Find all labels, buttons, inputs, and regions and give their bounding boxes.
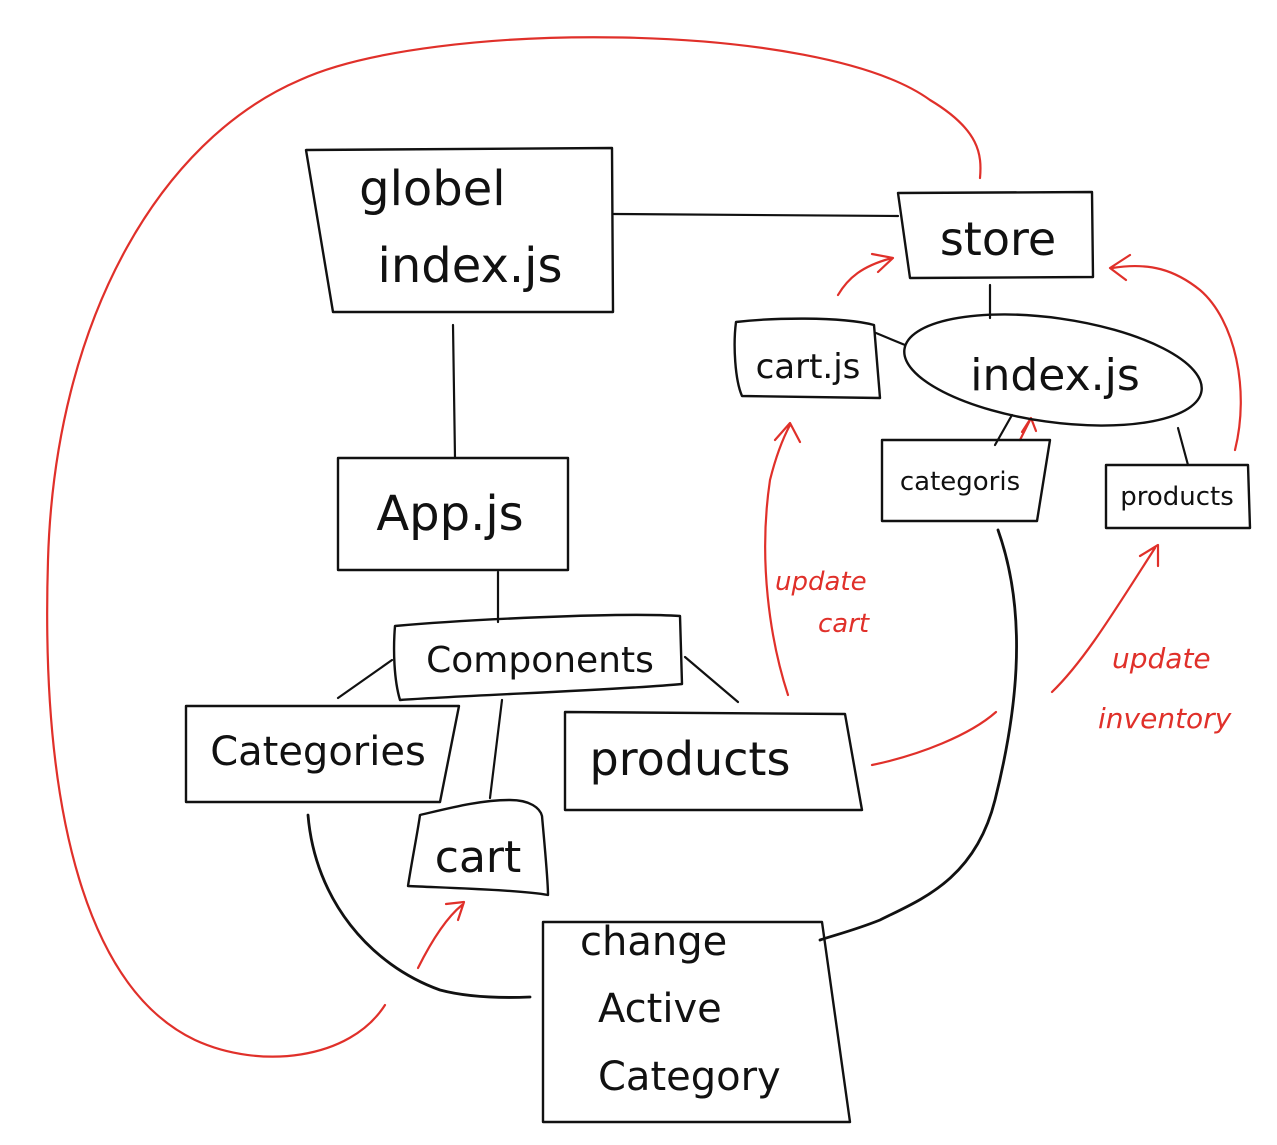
cart-label: cart (435, 832, 522, 883)
store-label: store (940, 212, 1056, 266)
global-index-line1: globel (359, 161, 506, 217)
svg-text:globel index.js: globel index.js (359, 161, 562, 294)
update-cart-line2: cart (818, 609, 870, 639)
categories-label: Categories (210, 729, 426, 775)
node-store-index: index.js (903, 313, 1203, 427)
red-arrow-to-cart (416, 900, 466, 970)
red-arrow-products-to-inventory (870, 710, 998, 767)
node-app: App.js (336, 456, 570, 572)
change-active-line2: Active (598, 986, 722, 1032)
red-arrow-to-categories-js (1018, 416, 1038, 442)
link-components-categories (336, 658, 394, 700)
red-arrow-to-store (836, 252, 895, 297)
update-inventory-line1: update (1112, 642, 1211, 675)
red-arrow-products-to-store (1108, 253, 1242, 452)
products-label: products (590, 732, 791, 786)
node-store: store (896, 190, 1095, 280)
link-components-products (683, 655, 740, 704)
node-change-active-category: change Active Category (541, 919, 852, 1124)
node-store-categories-js: categoris (880, 438, 1052, 523)
change-active-line3: Category (598, 1054, 781, 1100)
annotation-update-cart: update cart (775, 567, 875, 639)
global-index-line2: index.js (378, 238, 563, 294)
update-inventory-line2: inventory (1098, 702, 1232, 735)
link-global-app (451, 323, 457, 460)
app-label: App.js (376, 486, 523, 542)
update-cart-line1: update (775, 567, 867, 597)
node-categories: Categories (184, 704, 461, 804)
node-products: products (563, 710, 864, 812)
flow-categories-to-change-active (306, 813, 532, 999)
node-store-cart-js: cart.js (733, 317, 882, 400)
link-components-cart (488, 698, 504, 800)
store-cart-js-label: cart.js (756, 347, 861, 387)
link-global-store (612, 212, 900, 218)
red-arrow-to-cart-js (764, 421, 802, 697)
node-cart: cart (406, 798, 550, 897)
red-arrow-to-products-js (1050, 543, 1160, 694)
store-categories-js-label: categoris (900, 467, 1020, 497)
node-store-products-js: products (1104, 463, 1252, 530)
annotation-update-inventory: update inventory (1098, 642, 1232, 735)
flow-categories-js-to-change-active (818, 528, 1018, 942)
store-index-label: index.js (970, 350, 1140, 401)
store-products-js-label: products (1120, 482, 1234, 512)
red-loop-arrow (46, 36, 982, 1058)
node-global-index: globel index.js (304, 146, 615, 314)
svg-text:change Active Cate: change Active Category (580, 919, 781, 1100)
link-index-cart-js (874, 331, 907, 347)
node-components: Components (392, 613, 684, 702)
change-active-line1: change (580, 919, 727, 965)
components-label: Components (426, 640, 654, 681)
link-index-products-js (1176, 426, 1190, 467)
